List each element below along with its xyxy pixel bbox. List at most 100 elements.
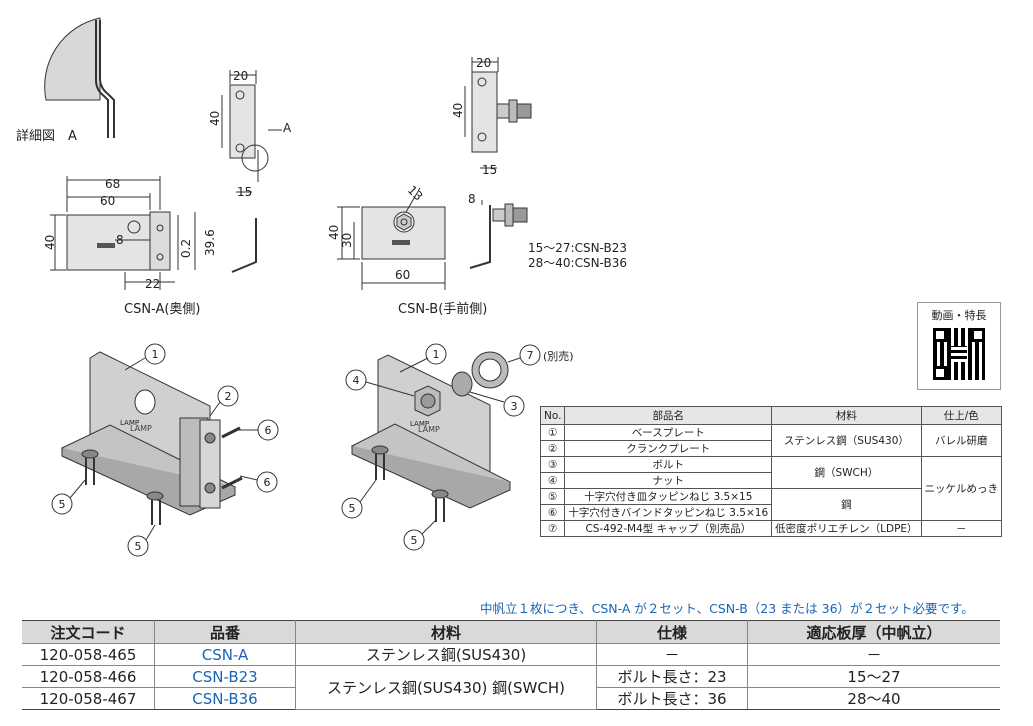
part-material: ステンレス鋼（SUS430） xyxy=(771,424,922,457)
order-table: 注文コード 品番 材料 仕様 適応板厚（中帆立） 120-058-465 CSN… xyxy=(22,620,1000,710)
part-balloons xyxy=(51,343,541,557)
part-no: ② xyxy=(539,440,566,457)
part-number-link[interactable]: CSN-B23 xyxy=(154,665,296,688)
part-no: ⑥ xyxy=(539,504,566,521)
part-material: 低密度ポリエチレン（LDPE） xyxy=(771,520,922,537)
order-thickness: 28～40 xyxy=(747,687,1000,710)
part-no: ③ xyxy=(539,456,566,473)
part-name: ナット xyxy=(564,472,773,489)
part-finish: ニッケルめっき xyxy=(920,456,1003,521)
part-finish: バレル研磨 xyxy=(920,424,1003,457)
svg-text:LAMP: LAMP xyxy=(130,424,152,433)
logo-a: LAMP xyxy=(120,419,139,427)
part-name: ベースプレート xyxy=(564,424,773,441)
dim-0-2: 0.2 xyxy=(179,239,193,258)
csn-b-3d-view: LAMP xyxy=(350,351,512,522)
part-no: ④ xyxy=(539,472,566,489)
part-finish: － xyxy=(920,520,1003,537)
dim-40-side-b: 40 xyxy=(451,103,465,118)
order-thickness: 15～27 xyxy=(747,665,1000,688)
order-spec: － xyxy=(596,643,748,666)
table-row: 120-058-465 CSN-A ステンレス鋼(SUS430) － － xyxy=(22,643,1000,666)
dim-15-a: 15 xyxy=(237,185,252,199)
parts-header-no: No. xyxy=(539,406,566,425)
balloon-numbers: 1 2 6 6 5 5 1 4 3 7 5 5 xyxy=(59,348,534,553)
csn-b-front-view xyxy=(337,187,446,290)
balloon-7: 7 xyxy=(527,349,534,362)
parts-header-material: 材料 xyxy=(771,406,922,425)
balloon-1-a: 1 xyxy=(152,348,159,361)
table-row: 120-058-466 CSN-B23 ステンレス鋼(SUS430) 鋼(SWC… xyxy=(22,665,1000,710)
parts-header-name: 部品名 xyxy=(564,406,773,425)
order-material: ステンレス鋼(SUS430) xyxy=(295,643,597,666)
table-row: ⑦ CS-492-M4型 キャップ（別売品） 低密度ポリエチレン（LDPE） － xyxy=(539,520,1003,537)
part-name: ボルト xyxy=(564,456,773,473)
balloon-4: 4 xyxy=(353,374,360,387)
qr-code-box[interactable]: 動画・特長 xyxy=(917,302,1001,390)
order-thickness: － xyxy=(747,643,1000,666)
csn-a-caption: CSN-A(奥側) xyxy=(124,302,201,317)
betsubai-label: (別売) xyxy=(543,350,574,363)
dimension-labels: 68 60 40 8 0.2 39.6 22 20 40 15 A 20 40 … xyxy=(43,56,627,428)
parts-header-finish: 仕上/色 xyxy=(920,406,1003,425)
part-no: ⑤ xyxy=(539,488,566,505)
dim-40-b: 40 xyxy=(327,225,341,240)
order-header-material: 材料 xyxy=(295,620,597,644)
dim-20-b: 20 xyxy=(476,56,491,70)
qr-code-icon xyxy=(933,328,985,380)
part-name: クランクプレート xyxy=(564,440,773,457)
part-material: 鋼 xyxy=(771,488,922,521)
bolt-length-2: 28～40:CSN-B36 xyxy=(528,256,627,270)
part-number-link[interactable]: CSN-B36 xyxy=(154,687,296,710)
dim-8-a: 8 xyxy=(116,233,124,247)
csn-b-side-view xyxy=(464,57,532,269)
dim-22: 22 xyxy=(145,277,160,291)
csn-b-caption: CSN-B(手前側) xyxy=(398,302,488,317)
balloon-1-b: 1 xyxy=(433,348,440,361)
balloon-6-b: 6 xyxy=(264,476,271,489)
table-row: ① ベースプレート ステンレス鋼（SUS430） バレル研磨 xyxy=(539,424,1003,457)
dim-15-b: 15 xyxy=(482,163,497,177)
part-name: 十字穴付きバインドタッピンねじ 3.5×16 xyxy=(564,504,773,521)
order-code: 120-058-466 xyxy=(22,665,155,688)
dim-39-6: 39.6 xyxy=(203,229,217,256)
detail-a-mark: A xyxy=(283,121,292,135)
csn-a-front-view xyxy=(50,176,196,290)
logo-b: LAMP xyxy=(410,420,429,428)
dim-60-b: 60 xyxy=(395,268,410,282)
balloon-2: 2 xyxy=(225,390,232,403)
balloon-5-d: 5 xyxy=(411,534,418,547)
usage-note: 中帆立１枚につき、CSN-A が２セット、CSN-B（23 または 36）が２セ… xyxy=(480,601,974,616)
order-code: 120-058-467 xyxy=(22,687,155,710)
order-header-spec: 仕様 xyxy=(596,620,748,644)
part-number-link[interactable]: CSN-A xyxy=(154,643,296,666)
order-code: 120-058-465 xyxy=(22,643,155,666)
order-material-shared: ステンレス鋼(SUS430) 鋼(SWCH) xyxy=(295,665,597,710)
order-header-thickness: 適応板厚（中帆立） xyxy=(747,620,1000,644)
table-row: ③ ボルト 鋼（SWCH） ニッケルめっき xyxy=(539,456,1003,521)
dim-8-b: 8 xyxy=(468,192,476,206)
dim-60-a: 60 xyxy=(100,194,115,208)
balloon-5-a: 5 xyxy=(59,498,66,511)
dim-40-side-a: 40 xyxy=(208,111,222,126)
svg-text:LAMP: LAMP xyxy=(418,425,440,434)
dim-40-a: 40 xyxy=(43,235,57,250)
part-no: ⑦ xyxy=(539,520,566,537)
csn-a-3d-view: LAMP xyxy=(60,351,243,525)
part-name: CS-492-M4型 キャップ（別売品） xyxy=(564,520,773,537)
table-row: 120-058-467 CSN-B36 ボルト長さ：36 28～40 xyxy=(22,687,1000,710)
table-row: ⑤ 十字穴付き皿タッピンねじ 3.5×15 鋼 xyxy=(539,488,1002,521)
part-name: 十字穴付き皿タッピンねじ 3.5×15 xyxy=(564,488,773,505)
bolt-length-1: 15～27:CSN-B23 xyxy=(528,241,627,255)
part-no: ① xyxy=(539,424,566,441)
detail-a-label: 詳細図 A xyxy=(16,129,77,144)
qr-title: 動画・特長 xyxy=(931,309,987,322)
balloon-6-a: 6 xyxy=(265,424,272,437)
csn-a-side-view xyxy=(221,70,282,273)
dim-20-a: 20 xyxy=(233,69,248,83)
order-spec: ボルト長さ：36 xyxy=(596,687,748,710)
order-header-code: 注文コード xyxy=(22,620,155,644)
part-material: 鋼（SWCH） xyxy=(771,456,922,489)
parts-table: No. 部品名 材料 仕上/色 ① ベースプレート ステンレス鋼（SUS430）… xyxy=(539,406,1003,537)
